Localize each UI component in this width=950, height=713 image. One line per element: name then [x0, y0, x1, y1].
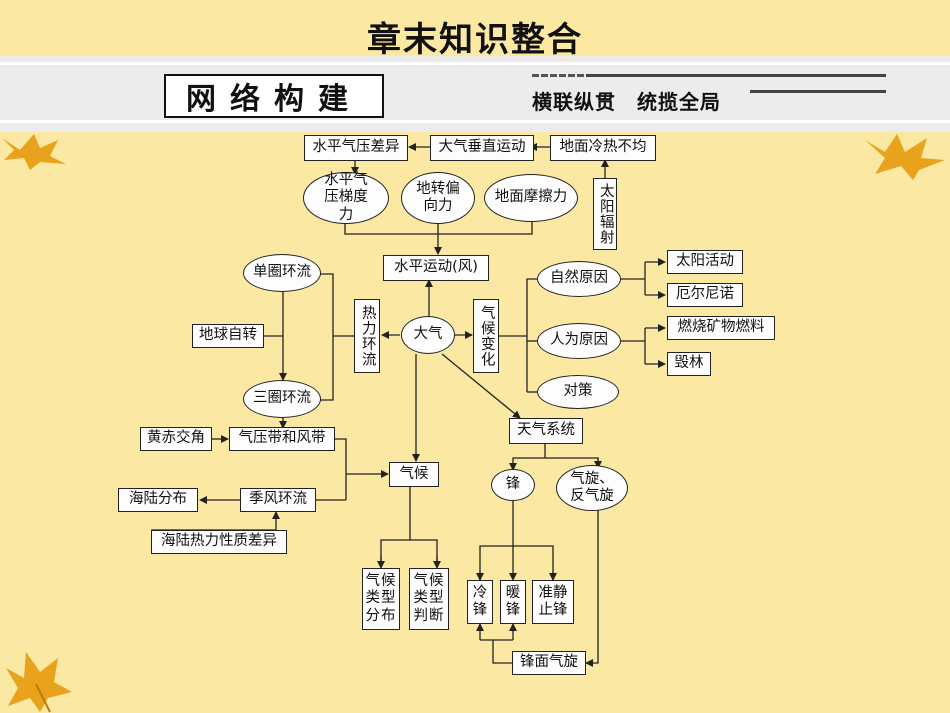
- maple-leaf-icon: [865, 134, 945, 180]
- node-stationary-front: 准静止锋: [532, 580, 574, 624]
- node-earth-rotation: 地球自转: [192, 324, 264, 348]
- node-gradient-force: 水平气压梯度力: [303, 172, 389, 224]
- node-warm-front: 暖锋: [500, 580, 526, 624]
- node-countermeasures: 对策: [537, 375, 619, 409]
- maple-leaf-icon: [2, 134, 66, 170]
- node-deforestation: 毁林: [667, 352, 711, 376]
- node-weather-systems: 天气系统: [509, 418, 583, 444]
- node-natural-causes: 自然原因: [537, 261, 621, 297]
- node-friction: 地面摩擦力: [484, 174, 578, 222]
- node-human-causes: 人为原因: [537, 323, 621, 359]
- node-solar-activity: 太阳活动: [667, 250, 743, 274]
- node-frontal-cyclone: 锋面气旋: [512, 651, 586, 675]
- page-title: 章末知识整合: [367, 20, 583, 60]
- node-thermal-circulation: 热力环流: [354, 299, 380, 373]
- node-atmosphere: 大气: [401, 316, 455, 354]
- banner-left-label: 网络构建: [164, 74, 384, 118]
- node-vertical-motion: 大气垂直运动: [430, 135, 534, 161]
- maple-leaf-icon: [6, 652, 72, 713]
- node-coriolis: 地转偏向力: [401, 172, 475, 224]
- node-horizontal-motion: 水平运动(风): [383, 255, 489, 281]
- node-front: 锋: [491, 469, 535, 501]
- node-climate-type-judgment: 气候类型判断: [409, 568, 449, 630]
- node-ecliptic-obliquity: 黄赤交角: [140, 427, 212, 451]
- node-solar-radiation: 太阳辐射: [593, 178, 617, 250]
- node-three-cell: 三圈环流: [243, 380, 321, 418]
- node-single-cell: 单圈环流: [243, 254, 321, 292]
- banner-right-label: 横联纵贯 统揽全局: [532, 90, 721, 114]
- node-uneven-heating: 地面冷热不均: [550, 135, 656, 161]
- node-fossil-fuels: 燃烧矿物燃料: [667, 316, 775, 340]
- node-land-sea: 海陆分布: [118, 488, 198, 512]
- node-land-sea-thermal: 海陆热力性质差异: [151, 530, 287, 554]
- node-climate-type-distribution: 气候类型分布: [362, 568, 400, 630]
- node-climate-change: 气候变化: [473, 299, 499, 373]
- section-banner: [0, 56, 950, 132]
- node-pressure-wind-belts: 气压带和风带: [229, 427, 335, 451]
- node-cold-front: 冷锋: [467, 580, 493, 624]
- node-el-nino: 厄尔尼诺: [667, 283, 743, 307]
- node-pressure-diff: 水平气压差异: [304, 135, 408, 161]
- node-climate: 气候: [389, 462, 439, 487]
- node-monsoon: 季风环流: [240, 488, 316, 512]
- node-cyclone: 气旋、反气旋: [556, 465, 628, 511]
